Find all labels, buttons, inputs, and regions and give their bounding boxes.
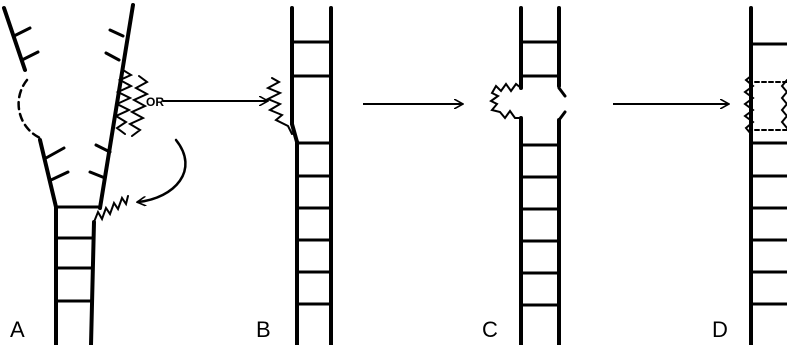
panel-label-a: A	[10, 317, 25, 342]
panel-d-primer-right	[780, 79, 787, 129]
panel-a-primer-lower	[93, 195, 129, 223]
panel-c-diagram	[489, 6, 567, 345]
panel-c-primer-loop	[489, 82, 522, 120]
panel-label-d: D	[712, 317, 728, 342]
panel-a-primer-upper	[113, 69, 134, 135]
panel-b-primer	[265, 77, 293, 135]
panel-d-diagram	[743, 6, 787, 345]
panel-a-left-strand	[2, 6, 70, 209]
panel-a-primer-upper-2	[127, 75, 150, 137]
panel-label-c: C	[482, 317, 498, 342]
panel-d-rungs	[749, 42, 787, 306]
panel-a-curved-arrow	[138, 138, 187, 202]
panel-b-rungs	[290, 40, 333, 306]
panel-d-primer-left	[743, 75, 755, 135]
panel-a-diagram	[2, 3, 187, 345]
panel-a-right-strand	[88, 3, 135, 345]
panel-label-b: B	[256, 317, 271, 342]
or-label: OR	[146, 95, 164, 109]
panel-c-rungs	[519, 40, 561, 307]
panel-b-diagram	[265, 6, 333, 345]
panel-a-duplex-ladder	[54, 205, 100, 345]
